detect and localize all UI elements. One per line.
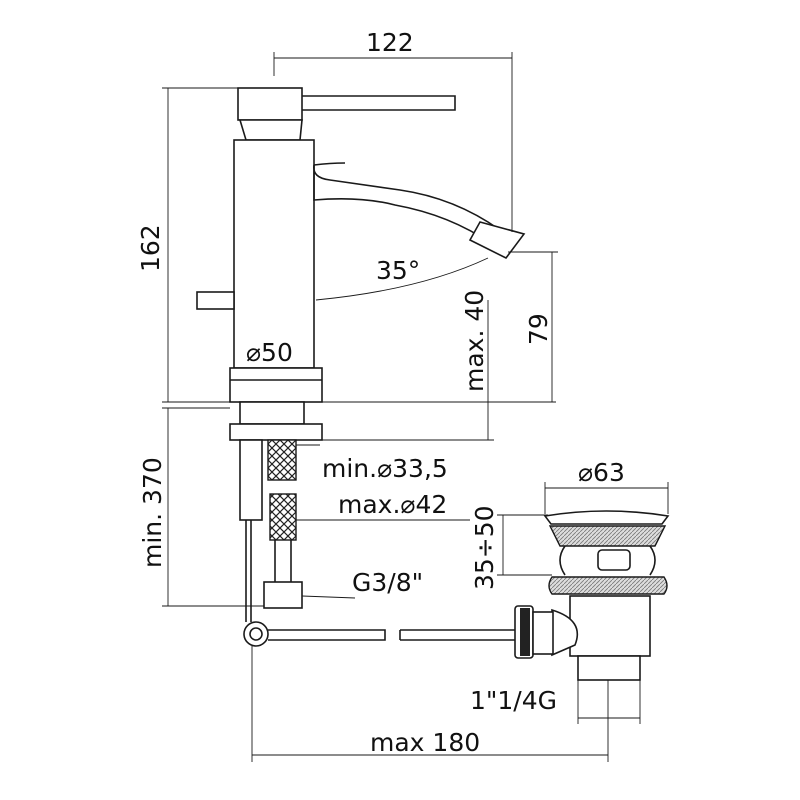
dim-width-total: 122 [366,28,414,57]
dim-max-clearance: max. 40 [460,289,489,392]
dim-spout-height: 79 [524,313,553,345]
dim-waste-diameter: ⌀63 [578,458,625,487]
dim-min-hole: min.⌀33,5 [322,454,448,483]
pop-up-waste [514,510,670,681]
dim-height-total: 162 [136,224,165,272]
dim-spout-angle: 35° [376,256,421,285]
dim-hose-thread: G3/8" [352,568,424,597]
dimension-lines [162,52,669,762]
dim-base-diameter: ⌀50 [246,338,293,367]
faucet-body [196,87,526,647]
dim-waste-thread: 1"1/4G [470,686,558,715]
dim-min-pipe-length: min. 370 [138,457,167,568]
dim-max-hole: max.⌀42 [338,490,448,519]
dim-max-rod: max 180 [370,728,481,757]
dim-basin-thickness: 35÷50 [470,505,499,590]
